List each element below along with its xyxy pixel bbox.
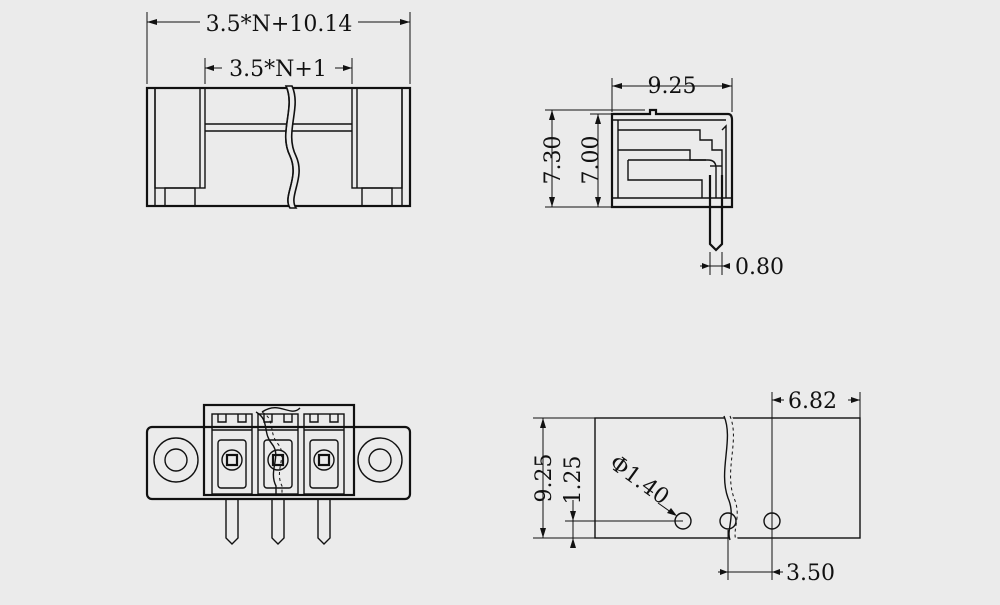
side-body-outline — [610, 108, 734, 209]
dim-hole-label: Φ1.40 — [604, 451, 673, 511]
dim-pcb-width-label: 9.25 — [532, 454, 557, 503]
dim-edge-label: 6.82 — [788, 389, 837, 414]
side-view: 9.25 7.30 7.00 — [541, 74, 784, 280]
dim-side-width: 9.25 — [611, 74, 733, 112]
dim-pcb-heights: 9.25 1.25 — [532, 417, 683, 548]
dim-inner-label: 3.5*N+1 — [229, 57, 327, 82]
bottom-pin-2 — [271, 499, 285, 545]
dim-pin-label: 0.80 — [735, 255, 784, 280]
dim-height-inner-label: 7.00 — [579, 136, 604, 185]
pcb-layout-view: 9.25 1.25 Φ1.40 6.82 3.50 — [532, 389, 861, 586]
dim-side-heights: 7.30 7.00 — [541, 109, 645, 208]
dim-height-outer-label: 7.30 — [541, 136, 566, 185]
mount-hole-left — [153, 437, 199, 483]
dim-pcb-edge: 6.82 — [771, 389, 861, 580]
dim-side-width-label: 9.25 — [648, 74, 697, 99]
dim-pcb-pitch: 3.50 — [718, 530, 835, 586]
terminal-1 — [211, 413, 253, 495]
terminal-3 — [303, 413, 345, 495]
terminal-2 — [257, 413, 299, 495]
bottom-view — [145, 403, 412, 545]
dim-overall-label: 3.5*N+10.14 — [206, 12, 353, 37]
dim-pitch-label: 3.50 — [786, 561, 835, 586]
bottom-housing — [202, 403, 356, 497]
dim-pin-width: 0.80 — [700, 252, 784, 280]
mount-hole-right — [357, 437, 403, 483]
front-body-outline — [145, 86, 412, 208]
dim-pcb-offset-label: 1.25 — [561, 456, 586, 505]
bottom-pin-3 — [317, 499, 331, 545]
side-pin — [708, 175, 724, 252]
bottom-flange — [145, 425, 412, 501]
pcb-hole-2 — [719, 512, 737, 530]
front-view: 3.5*N+10.14 3.5*N+1 — [145, 12, 412, 209]
dim-inner-width: 3.5*N+1 — [204, 57, 353, 84]
bottom-pin-1 — [225, 499, 239, 545]
dim-overall-width: 3.5*N+10.14 — [146, 12, 411, 84]
dim-hole-diameter: Φ1.40 — [604, 451, 677, 516]
